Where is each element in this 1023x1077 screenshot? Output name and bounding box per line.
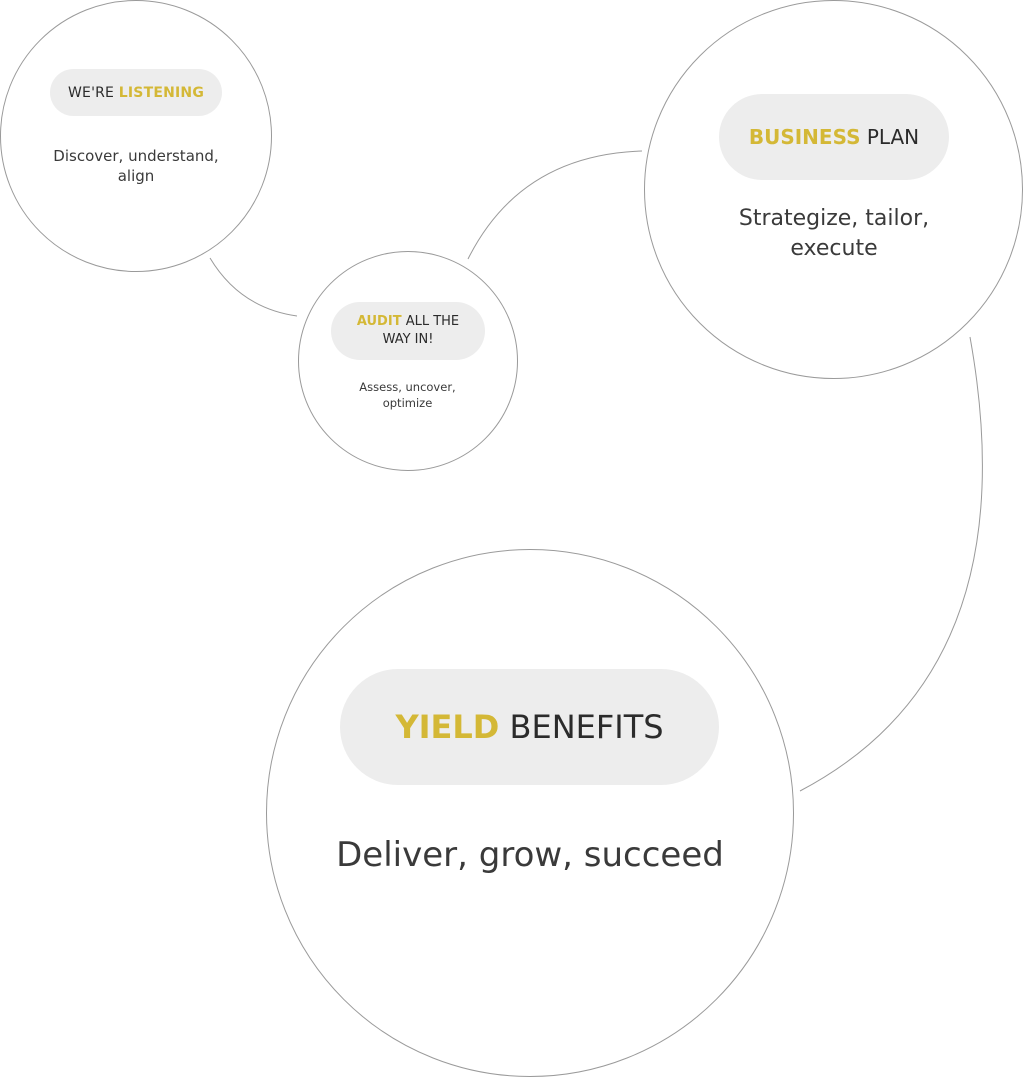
step-title-accent: LISTENING — [118, 84, 205, 101]
connector-2-3 — [467, 150, 643, 260]
step-title-accent: BUSINESS — [748, 125, 861, 149]
step-pill-listening: WE'RE LISTENING — [50, 69, 222, 116]
step-circle-yield-benefits — [266, 549, 794, 1077]
step-pill-yield-benefits: YIELD BENEFITS — [340, 669, 719, 785]
step-circle-business-plan — [644, 0, 1023, 379]
step-description-audit: Assess, uncover, optimize — [359, 380, 456, 410]
step-pill-audit: AUDIT ALL THE WAY IN! — [331, 302, 485, 360]
step-description-listening: Discover, understand, align — [53, 147, 219, 185]
step-circle-listening — [0, 0, 272, 272]
step-title-accent: AUDIT — [356, 314, 402, 329]
step-description-business-plan: Strategize, tailor, execute — [738, 206, 930, 261]
step-description-yield-benefits: Deliver, grow, succeed — [336, 835, 724, 875]
connector-3-4 — [799, 336, 983, 792]
step-circle-audit — [298, 251, 518, 471]
step-title-plain: ALL THE WAY IN! — [382, 314, 460, 347]
step-title-plain: BENEFITS — [499, 708, 664, 746]
step-title-plain: WE'RE — [67, 84, 119, 101]
step-title-plain: PLAN — [860, 125, 920, 149]
step-pill-business-plan: BUSINESS PLAN — [719, 94, 949, 180]
step-title-accent: YIELD — [395, 708, 500, 746]
connector-1-2 — [209, 257, 298, 317]
